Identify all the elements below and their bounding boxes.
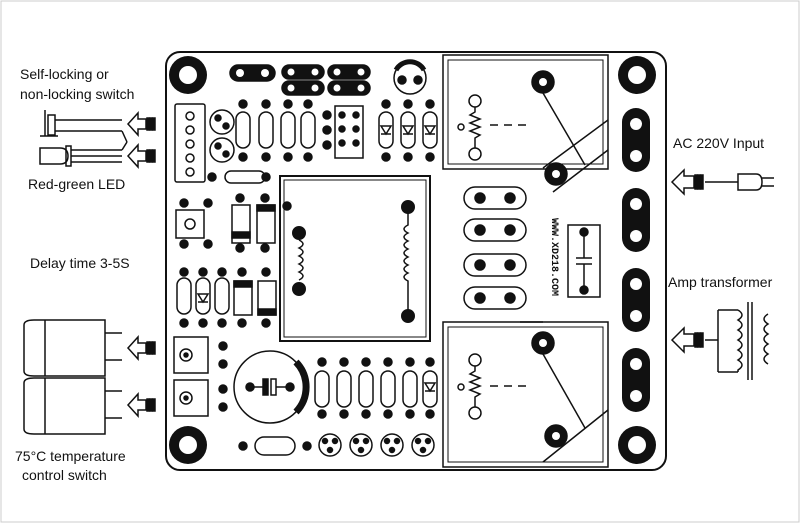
connector-arrow bbox=[126, 143, 156, 169]
mounting-hole bbox=[618, 56, 656, 94]
left-bottom-connectors bbox=[173, 336, 312, 456]
connector-arrow bbox=[126, 392, 156, 418]
connector-arrow bbox=[126, 111, 156, 137]
middle-pads bbox=[463, 186, 601, 310]
bottom-resistor-row bbox=[314, 357, 438, 457]
switch-symbol bbox=[40, 110, 122, 137]
led-symbol bbox=[39, 130, 128, 167]
center-transformer bbox=[279, 175, 431, 342]
led-label: Red-green LED bbox=[28, 176, 126, 192]
mounting-hole bbox=[169, 56, 207, 94]
relay-top bbox=[442, 54, 609, 193]
amp-transformer-label: Amp transformer bbox=[668, 274, 773, 290]
mounting-hole bbox=[618, 426, 656, 464]
mounting-hole bbox=[169, 426, 207, 464]
temperature-label-line1: 75°C temperature bbox=[15, 448, 126, 464]
electrolytic-capacitor bbox=[233, 350, 310, 424]
ac-plug-symbol bbox=[670, 168, 774, 196]
relay-bottom bbox=[442, 321, 609, 468]
switch-label-line1: Self-locking or bbox=[20, 66, 109, 82]
connector-arrow bbox=[126, 335, 156, 361]
temperature-switch bbox=[23, 319, 122, 435]
ac-input-label: AC 220V Input bbox=[673, 135, 765, 151]
right-terminal-pads bbox=[622, 108, 650, 412]
transformer-symbol bbox=[670, 302, 770, 380]
middle-left-parts bbox=[175, 170, 292, 328]
pcb-board: WWW.XD218.COM bbox=[165, 51, 667, 471]
temperature-label-line2: control switch bbox=[22, 467, 107, 483]
resistor-row bbox=[235, 99, 438, 162]
board-website-text: WWW.XD218.COM bbox=[548, 218, 559, 296]
header-connector bbox=[174, 103, 235, 183]
top-capacitors bbox=[229, 59, 427, 96]
switch-label-line2: non-locking switch bbox=[20, 86, 135, 102]
delay-label: Delay time 3-5S bbox=[30, 255, 130, 271]
